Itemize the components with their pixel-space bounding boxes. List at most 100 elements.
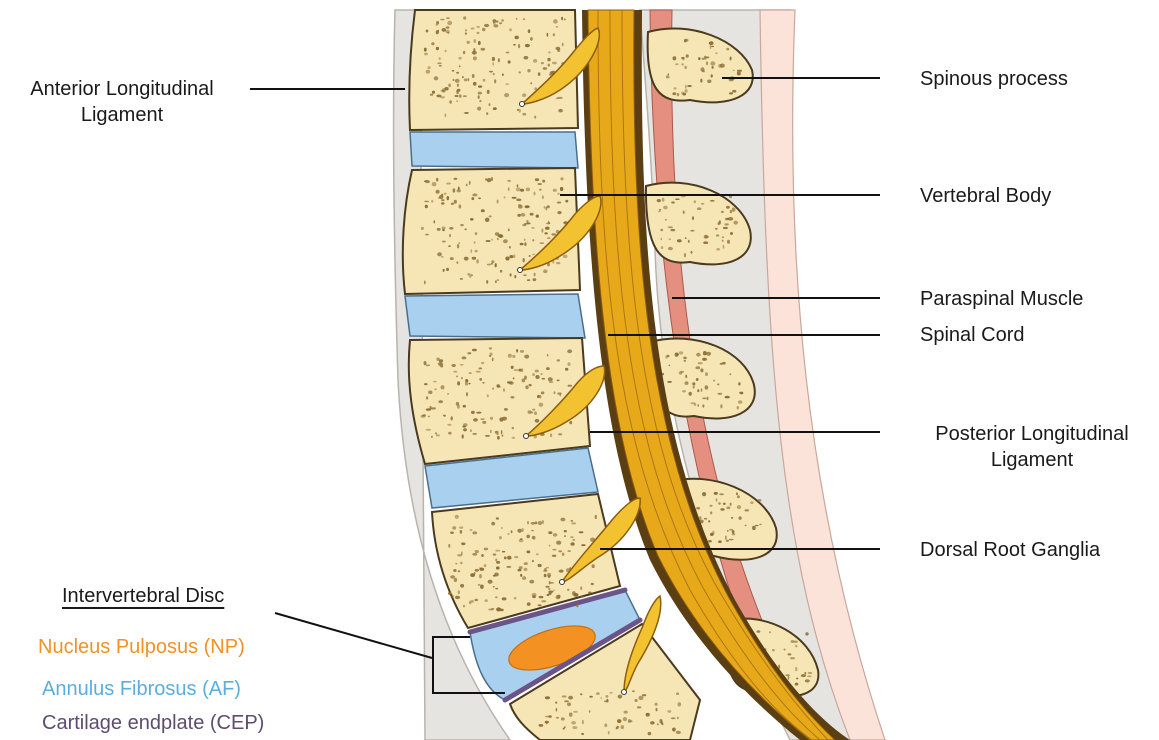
bone-pore (543, 67, 547, 70)
bone-pore (549, 545, 551, 547)
bone-pore (460, 278, 463, 280)
bone-pore (518, 204, 521, 206)
bone-pore (618, 695, 623, 699)
bone-pore (495, 263, 497, 267)
bone-pore (441, 194, 443, 197)
bone-pore (552, 549, 556, 551)
bone-pore (463, 16, 466, 20)
bone-pore (535, 370, 539, 373)
bone-pore (560, 518, 565, 522)
bone-pore (495, 550, 500, 552)
bone-pore (541, 62, 544, 64)
bone-pore (446, 17, 450, 19)
bone-pore (520, 243, 524, 246)
bone-pore (515, 36, 519, 40)
bone-pore (538, 604, 542, 606)
bone-pore (436, 178, 438, 182)
bone-pore (472, 51, 477, 55)
bone-pore (571, 721, 576, 724)
bone-pore (524, 355, 529, 359)
bone-pore (696, 378, 699, 381)
bone-pore (680, 371, 684, 373)
bone-pore (486, 112, 488, 115)
bone-pore (481, 554, 484, 557)
bone-pore (448, 592, 452, 595)
bone-pore (541, 391, 545, 394)
bone-pore (433, 381, 437, 383)
bone-pore (473, 82, 477, 86)
bone-pore (455, 95, 459, 97)
bone-pore (581, 544, 585, 546)
bone-pore (544, 232, 547, 234)
label-posterior-line-2: Ligament (912, 447, 1152, 473)
bone-pore (582, 720, 584, 724)
bone-pore (547, 237, 551, 239)
bone-pore (532, 239, 534, 241)
bone-pore (569, 421, 572, 424)
bone-pore (439, 359, 443, 362)
bone-pore (537, 395, 540, 398)
bone-pore (478, 85, 482, 87)
bone-pore (514, 556, 518, 558)
bone-pore (522, 93, 526, 97)
bone-pore (545, 586, 549, 588)
bone-pore (490, 430, 492, 433)
bone-pore (474, 599, 478, 601)
bone-pore (732, 208, 736, 212)
bone-pore (717, 383, 719, 385)
bone-pore (711, 46, 714, 48)
bone-pore (487, 178, 492, 182)
bone-pore (667, 710, 671, 713)
bone-pore (553, 533, 558, 537)
bone-pore (729, 539, 734, 541)
bone-pore (550, 433, 552, 437)
bone-pore (496, 607, 501, 611)
bone-pore (461, 377, 463, 379)
bone-pore (769, 631, 771, 633)
bone-pore (489, 71, 493, 73)
bone-pore (524, 376, 527, 380)
bone-pore (710, 61, 715, 65)
bone-pore (493, 586, 495, 588)
bone-pore (632, 690, 635, 692)
label-anterior-line-2: Ligament (8, 102, 236, 128)
bone-pore (502, 551, 505, 553)
bone-pore (532, 593, 537, 597)
bone-pore (710, 200, 715, 202)
bone-pore (557, 202, 561, 204)
bone-pore (706, 61, 708, 65)
bone-pore (472, 433, 477, 435)
bone-pore (456, 376, 458, 378)
bone-pore (458, 242, 460, 244)
bone-pore (454, 578, 457, 582)
bone-pore (556, 717, 559, 719)
bone-pore (450, 532, 454, 534)
bone-pore (560, 177, 563, 180)
bone-pore (535, 375, 539, 379)
bone-pore (456, 72, 459, 74)
bone-pore (432, 182, 437, 186)
bone-pore (730, 503, 732, 506)
bone-pore (457, 381, 460, 385)
bone-pore (549, 591, 554, 593)
bone-pore (457, 89, 461, 92)
bone-pore (726, 48, 729, 51)
bone-pore (573, 711, 578, 713)
bone-pore (449, 234, 451, 237)
bone-pore (531, 522, 535, 525)
bone-pore (457, 244, 459, 248)
vertebral-body-1 (409, 10, 578, 130)
bone-pore (558, 109, 563, 113)
bone-pore (459, 526, 463, 528)
bone-pore (573, 539, 576, 541)
bone-pore (473, 418, 478, 422)
bone-pore (595, 515, 597, 519)
bone-pore (549, 381, 554, 383)
bone-pore (497, 436, 500, 440)
bone-pore (509, 381, 514, 385)
bone-pore (512, 427, 514, 430)
bone-pore (727, 240, 730, 244)
bone-pore (719, 493, 724, 495)
bone-pore (487, 394, 489, 397)
bone-pore (548, 51, 550, 53)
